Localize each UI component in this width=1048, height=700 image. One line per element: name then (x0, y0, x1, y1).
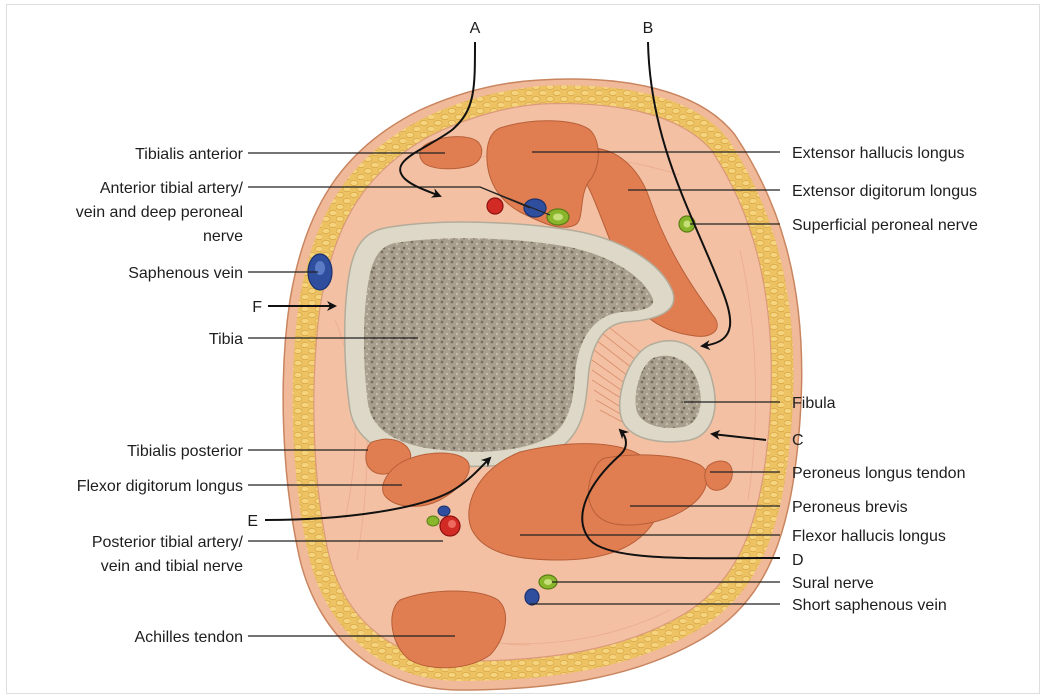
saphenous-vein-highlight (315, 261, 325, 275)
anterior-tibial-artery-vessel (487, 198, 503, 214)
sural-nerve-highlight (544, 579, 552, 585)
label-sural-nerve: Sural nerve (792, 575, 874, 592)
label-saphenous-vein: Saphenous vein (128, 265, 243, 282)
label-tibia: Tibia (209, 331, 243, 348)
label-anterior-tibial-line1: Anterior tibial artery/ (100, 180, 244, 197)
label-peroneus-longus-tendon: Peroneus longus tendon (792, 465, 965, 482)
superficial-peroneal-nerve-highlight (684, 221, 691, 228)
label-flexor-digitorum-longus: Flexor digitorum longus (77, 478, 243, 495)
posterior-tibial-vein-vessel (438, 506, 450, 516)
label-achilles-tendon: Achilles tendon (134, 629, 243, 646)
label-superficial-peroneal-nerve: Superficial peroneal nerve (792, 217, 978, 234)
label-c: C (792, 432, 804, 449)
label-extensor-digitorum-longus: Extensor digitorum longus (792, 183, 977, 200)
muscle-achilles-tendon (392, 591, 506, 668)
label-tibialis-anterior: Tibialis anterior (135, 146, 244, 163)
label-flexor-hallucis-longus: Flexor hallucis longus (792, 528, 946, 545)
label-extensor-hallucis-longus: Extensor hallucis longus (792, 145, 965, 162)
label-peroneus-brevis: Peroneus brevis (792, 499, 908, 516)
posterior-tibial-artery-highlight (448, 520, 456, 528)
label-short-saphenous-vein: Short saphenous vein (792, 597, 947, 614)
label-posterior-tibial-line1: Posterior tibial artery/ (92, 534, 244, 551)
label-anterior-tibial-line3: nerve (203, 228, 243, 245)
label-f: F (252, 299, 262, 316)
label-fibula: Fibula (792, 395, 836, 412)
label-anterior-tibial-line2: vein and deep peroneal (76, 204, 243, 221)
anterior-tibial-vein-vessel (524, 199, 546, 217)
short-saphenous-vein-vessel (525, 589, 539, 605)
label-d: D (792, 552, 804, 569)
label-e: E (247, 513, 258, 530)
label-b: B (643, 20, 654, 37)
label-posterior-tibial-line2: vein and tibial nerve (101, 558, 243, 575)
label-a: A (470, 20, 481, 37)
label-tibialis-posterior: Tibialis posterior (127, 443, 244, 460)
tibial-nerve-structure (427, 516, 439, 526)
deep-peroneal-nerve-highlight (553, 214, 563, 221)
